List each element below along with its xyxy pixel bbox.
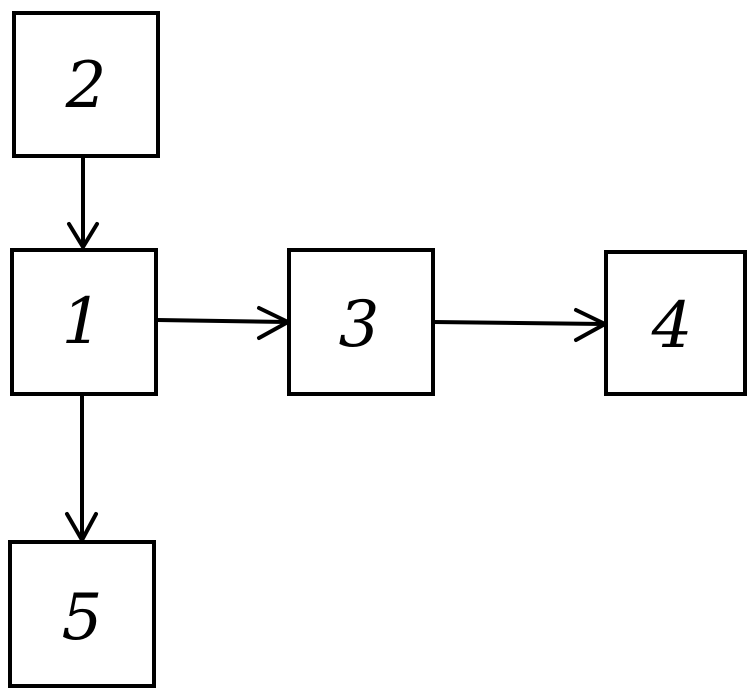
node-3-label: 3 (339, 288, 380, 362)
edge-1-to-5 (67, 395, 96, 540)
node-4: 4 (606, 252, 745, 394)
node-2-label: 2 (65, 49, 107, 123)
node-4-label: 4 (651, 289, 693, 363)
node-1-label: 1 (62, 285, 103, 359)
edge-3-to-4-line (433, 322, 604, 324)
edge-2-to-1 (69, 158, 97, 247)
node-3: 3 (289, 250, 433, 394)
node-1: 1 (12, 250, 156, 394)
node-5: 5 (10, 542, 154, 686)
node-5-label: 5 (62, 581, 103, 655)
edge-3-to-4 (433, 310, 605, 340)
edge-1-to-3 (157, 308, 288, 338)
edge-1-to-3-line (157, 320, 287, 322)
node-2: 2 (14, 13, 158, 156)
